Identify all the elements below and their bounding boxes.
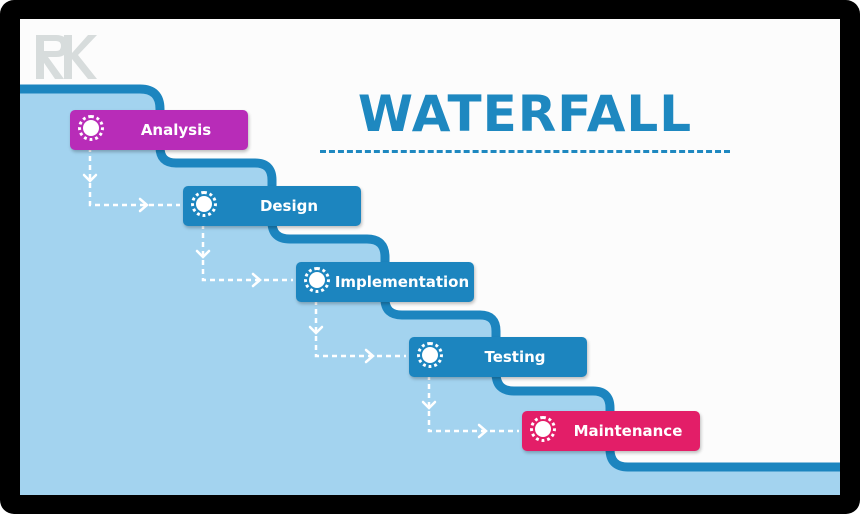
target-icon [417, 342, 443, 368]
step-design: Design [183, 186, 361, 226]
rk-logo [36, 35, 97, 79]
step-label: Testing [484, 348, 546, 366]
target-icon [304, 267, 330, 293]
target-icon [530, 416, 556, 442]
connector-arrows [88, 147, 519, 433]
step-analysis: Analysis [70, 110, 248, 150]
target-icon [78, 115, 104, 141]
title-underline [320, 150, 730, 153]
step-maintenance: Maintenance [522, 411, 700, 451]
arrow-heads [82, 173, 488, 439]
step-implementation: Implementation [296, 262, 474, 302]
step-label: Analysis [140, 121, 212, 139]
slide: WATERFALL Analysis Design Implementation… [20, 19, 840, 495]
page-title: WATERFALL [357, 85, 693, 143]
step-label: Maintenance [573, 422, 683, 440]
target-icon [191, 191, 217, 217]
step-testing: Testing [409, 337, 587, 377]
step-label: Implementation [334, 273, 470, 291]
step-label: Design [259, 197, 319, 215]
